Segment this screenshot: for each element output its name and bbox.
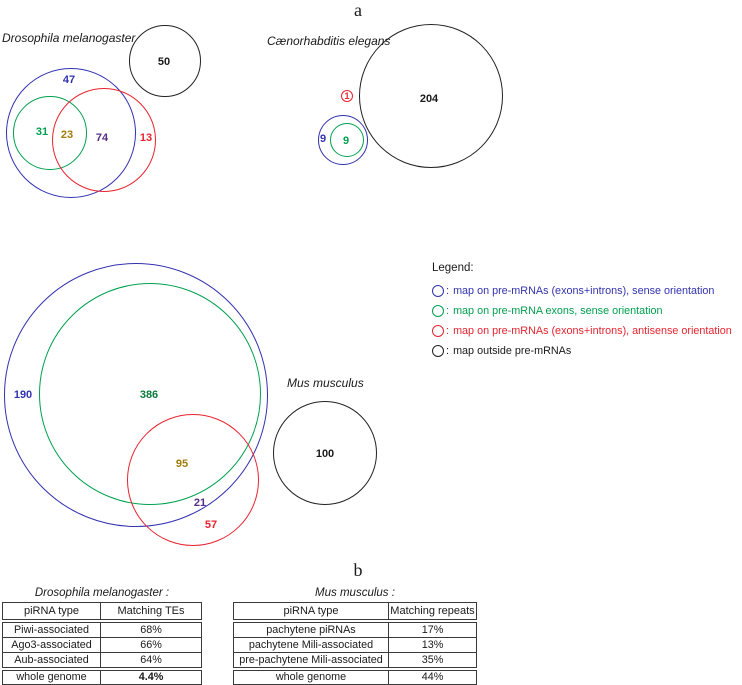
drosophila-count-green-red: 23 bbox=[60, 129, 74, 141]
mus-table-body: pachytene piRNAs 17% pachytene Mili-asso… bbox=[233, 622, 477, 668]
value-cell: 17% bbox=[421, 624, 444, 636]
legend-separator: : bbox=[446, 305, 450, 317]
pirna-type-cell: whole genome bbox=[3, 671, 101, 684]
table-row: whole genome 44% bbox=[234, 671, 476, 684]
legend-item-label: map outside pre-mRNAs bbox=[453, 345, 572, 357]
value-cell: 66% bbox=[140, 639, 162, 651]
mus-count-green-red: 95 bbox=[175, 458, 189, 470]
panel-a-label: a bbox=[354, 0, 362, 20]
drosophila-table-title: Drosophila melanogaster : bbox=[34, 587, 170, 599]
legend-item-label: map on pre-mRNAs (exons+introns), sense … bbox=[453, 285, 715, 297]
pirna-type-cell: pre-pachytene Mili-associated bbox=[234, 653, 389, 667]
column-header: Matching TEs bbox=[117, 605, 185, 617]
pirna-type-cell: Piwi-associated bbox=[3, 623, 101, 637]
celegans-blue-circle bbox=[318, 115, 368, 165]
table-row: pachytene piRNAs 17% bbox=[234, 623, 476, 637]
drosophila-count-outside: 50 bbox=[157, 56, 171, 68]
table-row: Ago3-associated 66% bbox=[3, 637, 201, 652]
table-row: Piwi-associated 68% bbox=[3, 623, 201, 637]
celegans-count-green: 9 bbox=[342, 135, 350, 147]
value-cell: 35% bbox=[421, 654, 444, 666]
mus-table-footer: whole genome 44% bbox=[233, 670, 477, 685]
drosophila-table-footer: whole genome 4.4% bbox=[2, 670, 202, 685]
table-row: whole genome 4.4% bbox=[3, 671, 201, 684]
pirna-type-cell: Aub-associated bbox=[3, 653, 101, 667]
table-row: Aub-associated 64% bbox=[3, 652, 201, 667]
mus-venn-title: Mus musculus bbox=[287, 376, 364, 390]
legend-item-sense: : map on pre-mRNAs (exons+introns), sens… bbox=[432, 281, 732, 301]
pirna-type-cell: Ago3-associated bbox=[3, 638, 101, 652]
pirna-type-cell: pachytene piRNAs bbox=[234, 623, 389, 637]
column-header: piRNA type bbox=[3, 603, 101, 619]
celegans-count-blue: 9 bbox=[319, 133, 327, 145]
panel-b-label: b bbox=[353, 560, 363, 580]
legend-item-outside: : map outside pre-mRNAs bbox=[432, 341, 732, 361]
mus-count-red: 57 bbox=[204, 519, 218, 531]
table-row: pre-pachytene Mili-associated 35% bbox=[234, 652, 476, 667]
drosophila-table-body: Piwi-associated 68% Ago3-associated 66% … bbox=[2, 622, 202, 668]
mus-table-title: Mus musculus : bbox=[315, 587, 395, 599]
celegans-venn-title: Cænorhabditis elegans bbox=[267, 34, 391, 48]
pirna-type-cell: pachytene Mili-associated bbox=[234, 638, 389, 652]
legend-title: Legend: bbox=[432, 262, 474, 274]
value-cell: 4.4% bbox=[138, 671, 164, 683]
legend-item-label: map on pre-mRNAs (exons+introns), antise… bbox=[453, 325, 732, 337]
celegans-count-antisense: 1 bbox=[341, 90, 353, 102]
blue-circle-icon bbox=[432, 285, 444, 297]
mus-count-outside: 100 bbox=[315, 448, 335, 460]
value-cell: 64% bbox=[140, 654, 162, 666]
drosophila-venn-title: Drosophila melanogaster bbox=[2, 31, 136, 45]
column-header: Matching repeats bbox=[390, 605, 475, 617]
mus-red-circle bbox=[127, 414, 259, 546]
value-cell: 13% bbox=[421, 639, 444, 651]
drosophila-table-header: piRNA type Matching TEs bbox=[2, 602, 202, 620]
drosophila-count-green: 31 bbox=[35, 126, 49, 138]
legend-separator: : bbox=[446, 345, 450, 357]
table-row: pachytene Mili-associated 13% bbox=[234, 637, 476, 652]
legend-separator: : bbox=[446, 285, 450, 297]
legend: Legend: : map on pre-mRNAs (exons+intron… bbox=[432, 262, 732, 361]
mus-count-green: 386 bbox=[139, 389, 159, 401]
celegans-count-outside: 204 bbox=[419, 93, 439, 105]
legend-item-exons: : map on pre-mRNA exons, sense orientati… bbox=[432, 301, 732, 321]
table-header-row: piRNA type Matching repeats bbox=[234, 603, 476, 619]
table-header-row: piRNA type Matching TEs bbox=[3, 603, 201, 619]
drosophila-outside-circle bbox=[129, 25, 201, 97]
mus-count-blue: 190 bbox=[13, 389, 33, 401]
legend-item-antisense: : map on pre-mRNAs (exons+introns), anti… bbox=[432, 321, 732, 341]
black-circle-icon bbox=[432, 345, 444, 357]
celegans-outside-circle bbox=[359, 24, 503, 168]
drosophila-count-blue-red: 74 bbox=[95, 132, 109, 144]
mus-count-blue-red: 21 bbox=[193, 497, 207, 509]
celegans-green-circle bbox=[330, 123, 364, 157]
value-cell: 68% bbox=[140, 624, 162, 636]
pirna-type-cell: whole genome bbox=[234, 671, 389, 684]
green-circle-icon bbox=[432, 305, 444, 317]
mus-blue-circle bbox=[4, 263, 268, 527]
drosophila-count-red: 13 bbox=[139, 132, 153, 144]
red-circle-icon bbox=[432, 325, 444, 337]
legend-separator: : bbox=[446, 325, 450, 337]
legend-item-label: map on pre-mRNA exons, sense orientation bbox=[453, 305, 663, 317]
value-cell: 44% bbox=[421, 671, 444, 683]
drosophila-count-blue: 47 bbox=[62, 74, 76, 86]
mus-outside-circle bbox=[273, 401, 377, 505]
mus-table-header: piRNA type Matching repeats bbox=[233, 602, 477, 620]
column-header: piRNA type bbox=[234, 603, 389, 619]
drosophila-red-circle bbox=[52, 88, 156, 192]
